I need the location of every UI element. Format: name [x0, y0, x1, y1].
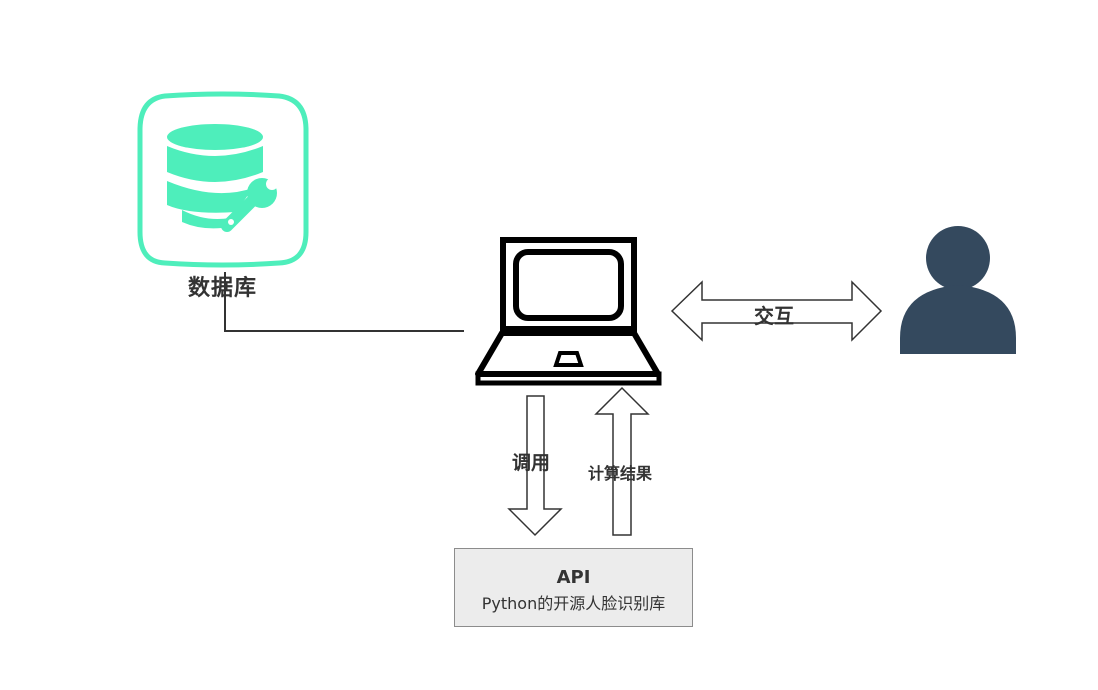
database-wrench-icon	[137, 91, 309, 268]
interact-label: 交互	[754, 304, 794, 328]
interact-double-arrow	[670, 280, 883, 342]
laptop-icon	[475, 237, 662, 386]
call-label: 调用	[512, 452, 551, 474]
database-label: 数据库	[188, 276, 258, 301]
api-box: API Python的开源人脸识别库	[454, 548, 693, 627]
user-icon	[900, 226, 1016, 354]
result-label: 计算结果	[588, 464, 653, 483]
result-up-arrow	[594, 386, 650, 536]
api-description: Python的开源人脸识别库	[481, 594, 666, 613]
db-laptop-connector	[224, 272, 464, 332]
call-down-arrow	[507, 395, 563, 537]
api-title: API	[556, 567, 591, 588]
